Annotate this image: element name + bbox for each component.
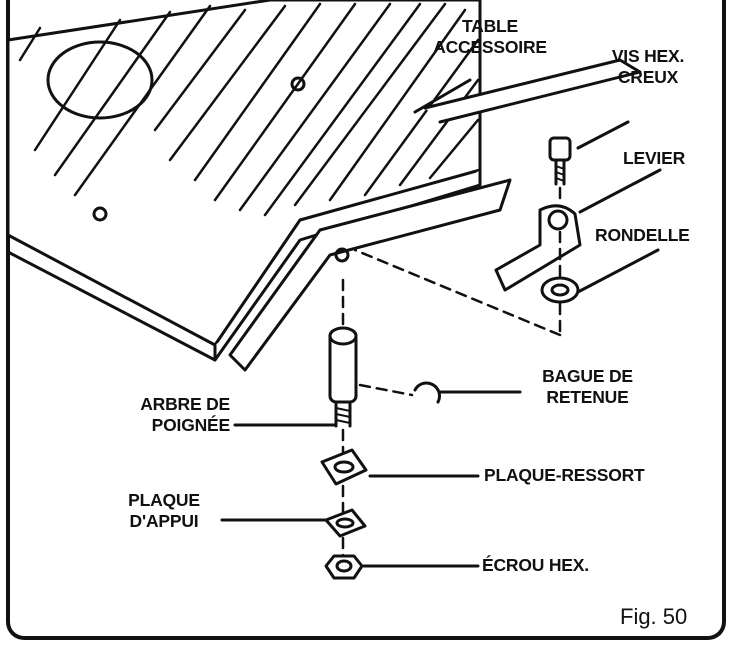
lever <box>494 204 582 292</box>
retaining-ring <box>413 381 441 404</box>
figure-number: Fig. 50 <box>620 604 688 629</box>
label-spring-plate: PLAQUE-RESSORT <box>484 465 645 485</box>
hex-nut <box>324 554 364 580</box>
table-hole <box>46 40 154 120</box>
washer <box>540 276 580 304</box>
table-ribs <box>18 2 480 217</box>
figure-frame <box>6 0 726 640</box>
table-screw-hole <box>334 247 350 263</box>
spring-plate <box>320 448 368 486</box>
support-plate <box>324 508 367 538</box>
hollow-hex-screw <box>548 136 572 186</box>
label-hex-nut: ÉCROU HEX. <box>482 555 589 575</box>
accessory-table <box>6 0 512 372</box>
label-washer: RONDELLE <box>595 225 690 245</box>
handle-shaft <box>328 326 358 428</box>
table-screw-hole <box>92 206 108 222</box>
label-lever: LEVIER <box>623 148 686 168</box>
table-screw-hole <box>290 76 306 92</box>
label-hollow-hex-screw: VIS HEX.CREUX <box>611 46 685 87</box>
